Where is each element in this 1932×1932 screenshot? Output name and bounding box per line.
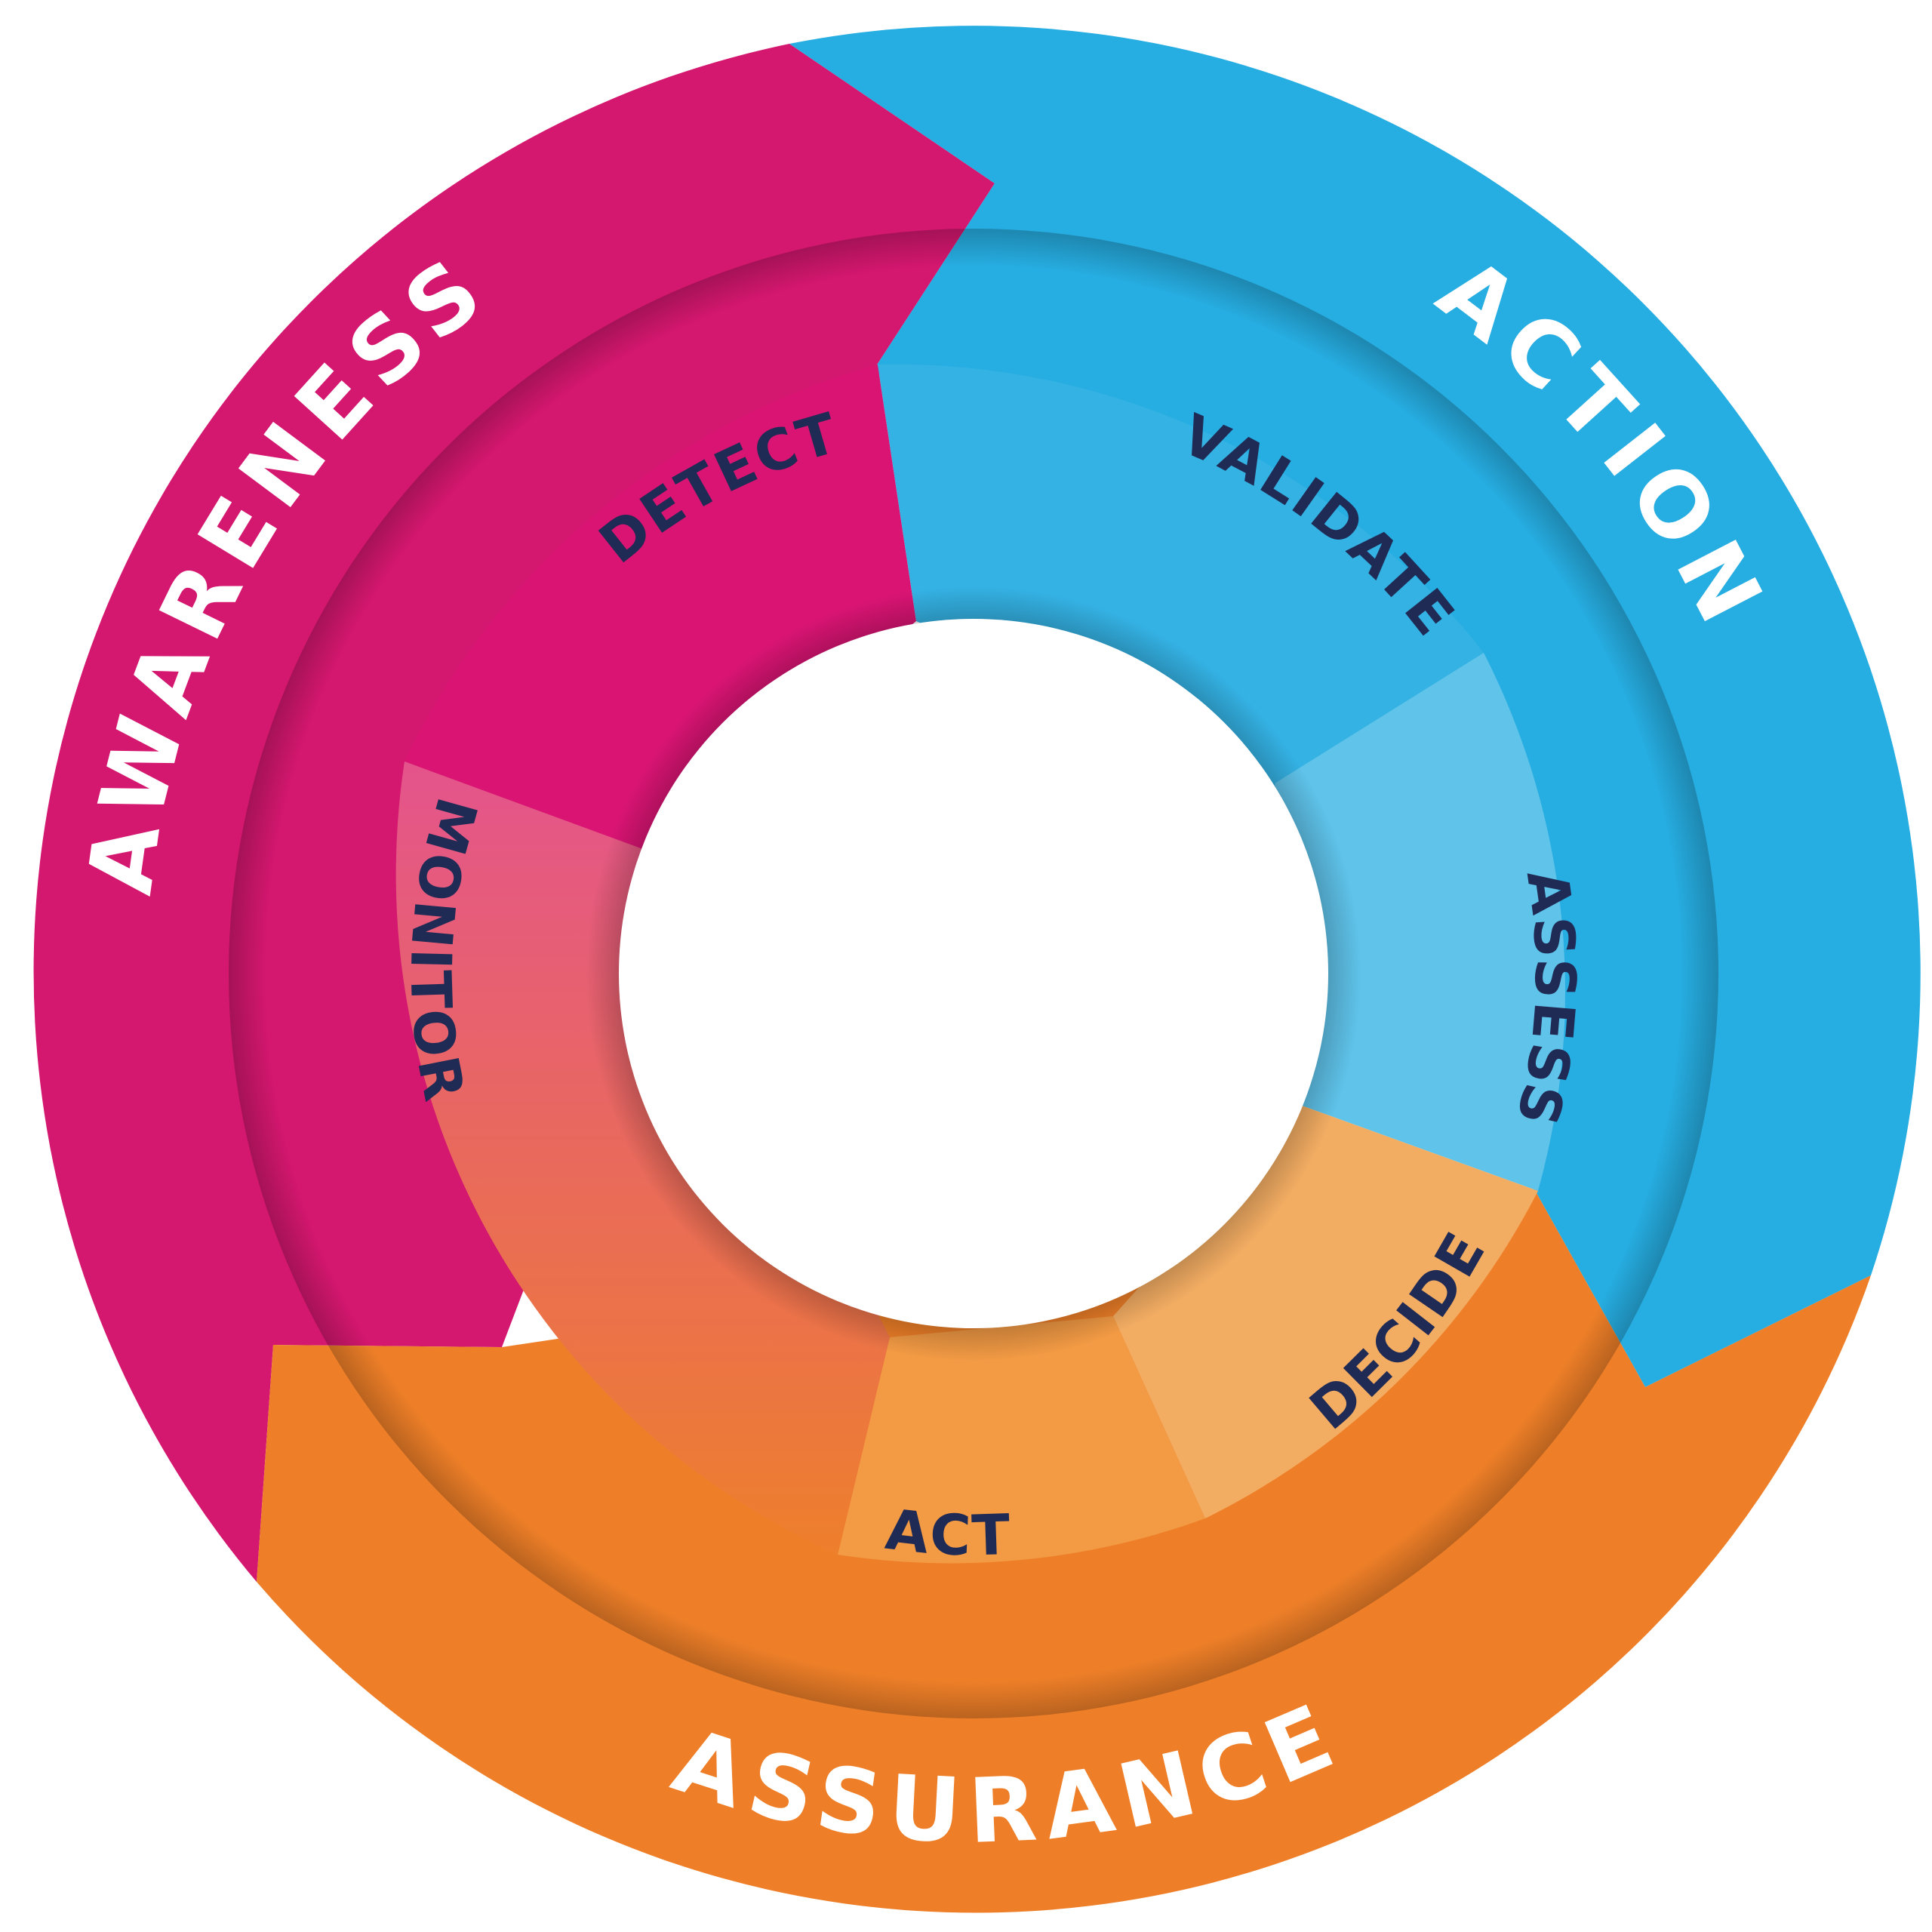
center-hole — [619, 619, 1328, 1328]
act-label: ACT — [882, 1497, 1013, 1569]
